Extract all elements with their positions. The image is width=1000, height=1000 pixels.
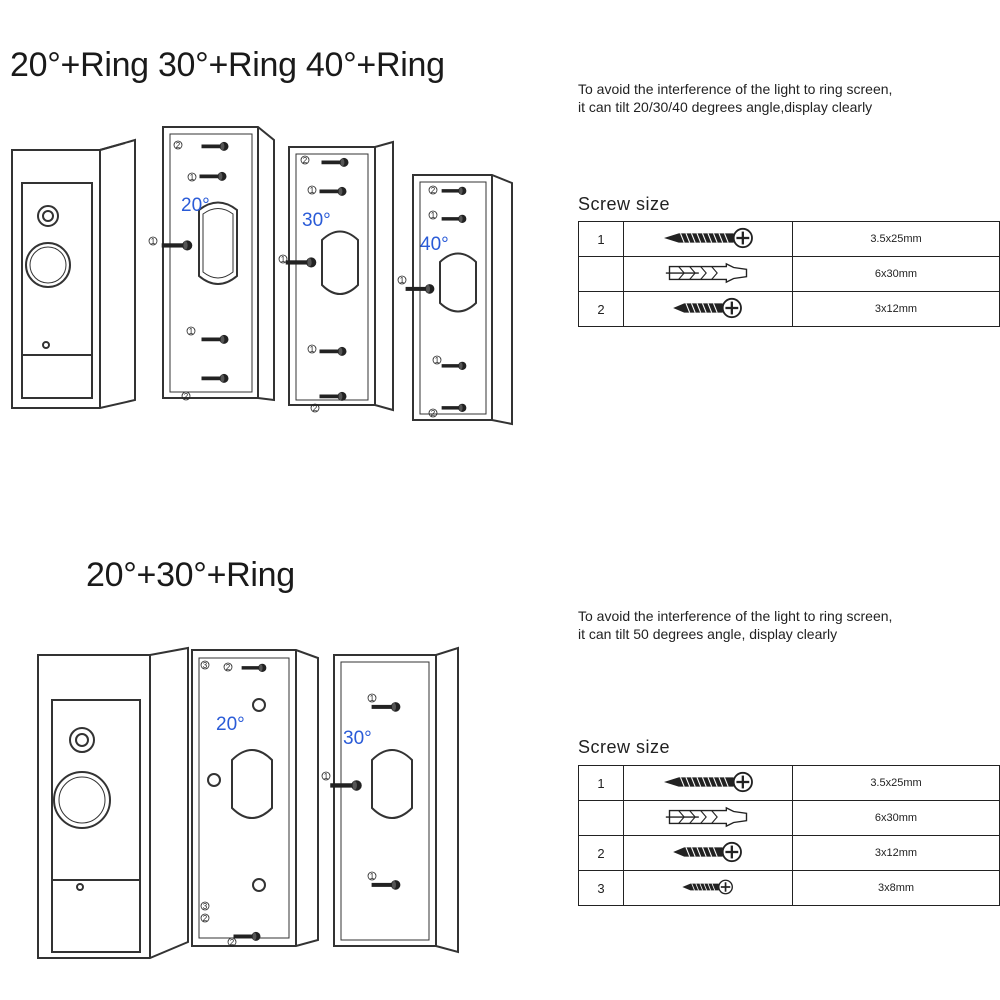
angle-label-30: 30° [343,728,372,749]
wood-screw-icon [623,221,793,257]
top-note-line-1: To avoid the interference of the light t… [578,81,893,97]
bottom-screw-table: 1 3.5x25mm 6x30mm 2 3x12mm 3 3x8mm [578,765,1000,906]
callout: 2 [184,392,189,401]
angle-label-20: 20° [216,714,245,735]
table-row: 6x30mm [578,256,1000,292]
callout: 1 [400,276,405,285]
bracket-20 [162,126,275,402]
callout: 2 [431,186,436,195]
top-screw-table: 1 3.5x25mm 6x30mm 2 3x12mm [578,221,1000,327]
bottom-mount-illustration: 3 2 3 2 2 1 1 1 20° 30° [37,646,459,959]
callout: 1 [310,345,315,354]
bottom-note-line-2: it can tilt 50 degrees angle, display cl… [578,626,838,642]
screw-index [578,800,624,836]
screw-index: 1 [578,221,624,257]
screw-index: 2 [578,291,624,327]
callout: 1 [324,772,329,781]
callout: 3 [203,661,208,670]
screw-size: 3x12mm [792,835,1000,871]
bracket-20 [191,649,319,947]
angle-label-30: 30° [302,210,331,231]
callout: 2 [431,409,436,418]
callout: 1 [151,237,156,246]
bracket-40 [412,174,513,426]
callout: 3 [203,902,208,911]
wall-anchor-icon [623,800,793,836]
screw-index: 2 [578,835,624,871]
bracket-30 [333,646,459,954]
short-screw-icon [623,291,793,327]
doorbell-drawing [11,138,136,409]
wood-screw-icon [623,765,793,801]
screw-size: 3.5x25mm [792,221,1000,257]
table-row: 2 3x12mm [578,291,1000,327]
tiny-screw-icon [623,870,793,906]
callout: 2 [176,141,181,150]
angle-label-40: 40° [420,234,449,255]
callout: 1 [281,255,286,264]
bottom-note-line-1: To avoid the interference of the light t… [578,608,893,624]
top-note: To avoid the interference of the light t… [578,80,892,116]
callout: 1 [190,173,195,182]
callout-markers: 3 2 3 2 2 1 1 1 [200,660,377,947]
table-row: 1 3.5x25mm [578,765,1000,801]
screw-index: 1 [578,765,624,801]
top-screw-heading: Screw size [578,194,671,214]
table-row: 3 3x8mm [578,870,1000,906]
screw-index [578,256,624,292]
bracket-30 [288,140,394,412]
doorbell-drawing [37,646,189,959]
callout: 1 [370,694,375,703]
bottom-title: 20°+30°+Ring [86,556,295,594]
screw-size: 3x12mm [792,291,1000,327]
callout: 1 [310,186,315,195]
callout: 1 [431,211,436,220]
top-title: 20°+Ring 30°+Ring 40°+Ring [10,46,445,84]
callout: 1 [370,872,375,881]
callout: 1 [189,327,194,336]
top-note-line-2: it can tilt 20/30/40 degrees angle,displ… [578,99,873,115]
wall-anchor-icon [623,256,793,292]
screw-index: 3 [578,870,624,906]
callout: 2 [303,156,308,165]
callout: 2 [203,914,208,923]
short-screw-icon [623,835,793,871]
callout: 2 [230,938,235,947]
bottom-screw-heading: Screw size [578,737,671,757]
screw-size: 6x30mm [792,800,1000,836]
callout: 2 [226,663,231,672]
callout: 1 [435,356,440,365]
table-row: 6x30mm [578,800,1000,836]
screw-size: 3x8mm [792,870,1000,906]
screw-size: 6x30mm [792,256,1000,292]
table-row: 2 3x12mm [578,835,1000,871]
top-mount-illustration: 2 1 1 1 2 2 1 1 1 2 2 1 1 1 2 20° 30° 40… [11,126,513,426]
bottom-note: To avoid the interference of the light t… [578,607,892,643]
callout-markers: 2 1 1 1 2 2 1 1 1 2 2 1 1 1 2 [148,140,442,418]
angle-label-20: 20° [181,195,210,216]
screw-size: 3.5x25mm [792,765,1000,801]
table-row: 1 3.5x25mm [578,221,1000,257]
callout: 2 [313,404,318,413]
